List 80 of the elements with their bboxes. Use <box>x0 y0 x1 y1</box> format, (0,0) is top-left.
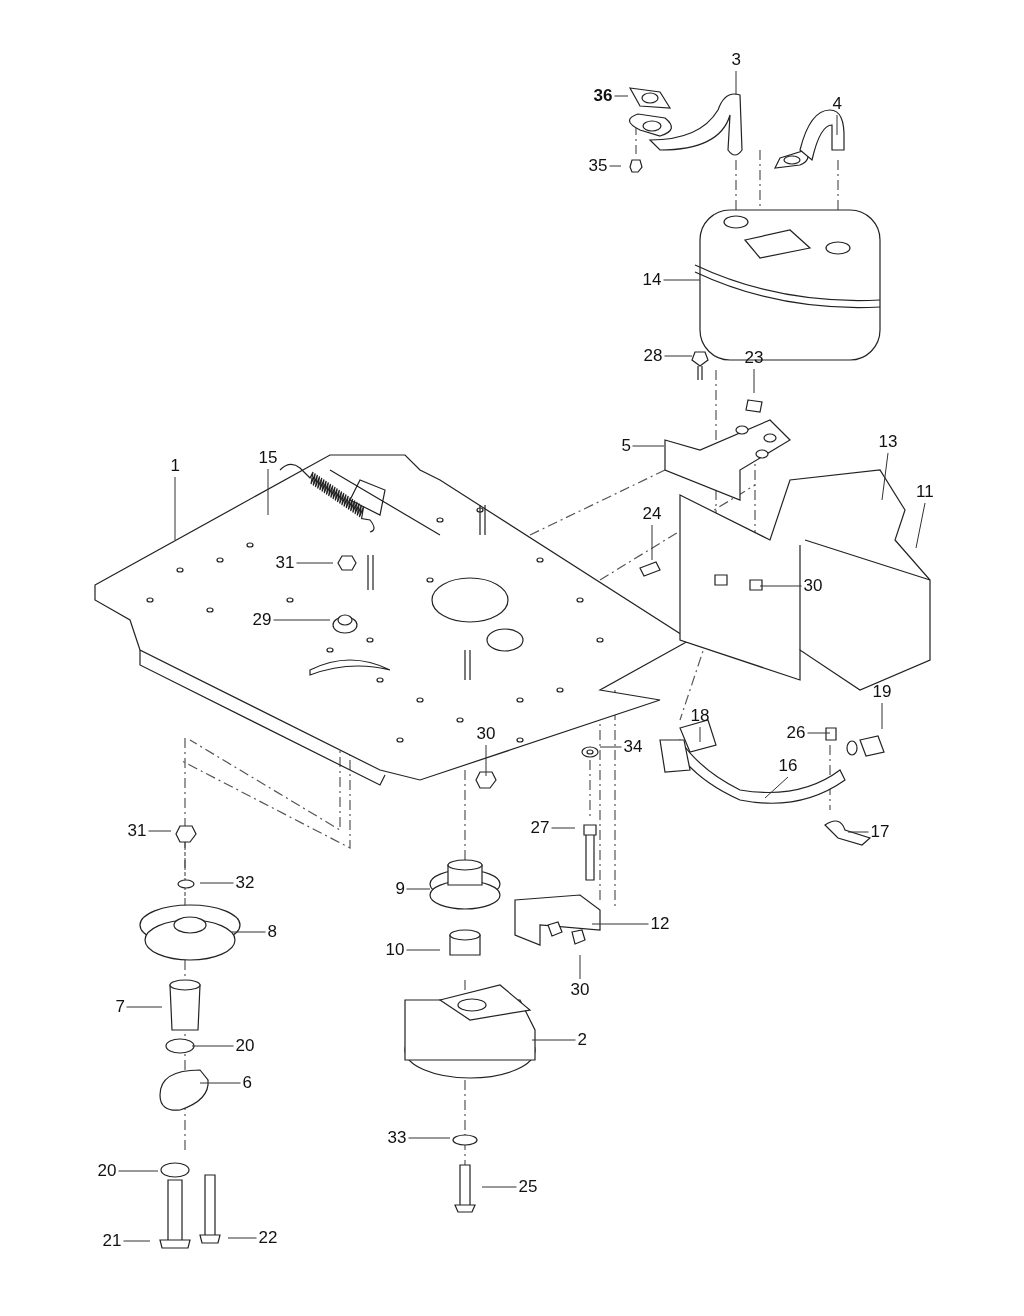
callout-number: 15 <box>258 448 278 468</box>
leader-line <box>591 923 649 925</box>
callout-number: 16 <box>778 756 798 776</box>
callout-number: 13 <box>878 432 898 452</box>
leader-line <box>599 746 622 748</box>
callout-number: 35 <box>588 156 608 176</box>
callout-number: 2 <box>577 1030 587 1050</box>
leader-line <box>764 776 789 799</box>
leader-line <box>915 502 926 549</box>
callout-number: 3 <box>731 50 741 70</box>
leader-line <box>126 1006 163 1008</box>
leader-line <box>614 95 629 97</box>
leader-line <box>735 70 737 96</box>
leader-line <box>296 562 334 564</box>
callout-number: 30 <box>570 980 590 1000</box>
leader-line <box>148 830 172 832</box>
leader-line <box>481 1186 517 1188</box>
leader-line <box>408 1137 451 1139</box>
callout-number: 32 <box>235 873 255 893</box>
callout-number: 9 <box>395 879 405 899</box>
callout-number: 27 <box>530 818 550 838</box>
callout-number: 36 <box>593 86 613 106</box>
callout-number: 26 <box>786 723 806 743</box>
leader-line <box>531 1039 576 1041</box>
callout-number: 11 <box>916 482 934 502</box>
leader-line <box>485 744 487 777</box>
callout-number: 17 <box>870 822 890 842</box>
leader-line <box>807 732 831 734</box>
callout-number: 12 <box>650 914 670 934</box>
leader-line <box>651 524 653 561</box>
callout-number: 5 <box>621 436 631 456</box>
leader-line <box>406 949 441 951</box>
leader-line <box>227 1237 257 1239</box>
leader-line <box>753 368 755 394</box>
leader-line <box>199 882 234 884</box>
leader-line <box>881 452 889 501</box>
leader-line <box>664 355 693 357</box>
callout-number: 23 <box>744 348 764 368</box>
leader-line <box>632 445 665 447</box>
leader-line <box>273 619 331 621</box>
callout-number: 1 <box>170 456 180 476</box>
callout-number: 19 <box>872 682 892 702</box>
callout-number: 34 <box>623 737 643 757</box>
leader-line <box>199 1082 241 1084</box>
leader-line <box>551 827 576 829</box>
leader-line <box>759 585 802 587</box>
leader-line <box>406 888 431 890</box>
leader-line <box>123 1240 151 1242</box>
leader-line <box>609 165 622 167</box>
leader-line <box>267 468 269 516</box>
callout-number: 20 <box>235 1036 255 1056</box>
callout-number: 25 <box>518 1177 538 1197</box>
leader-line <box>663 279 701 281</box>
callout-number: 10 <box>385 940 405 960</box>
callout-number: 31 <box>275 553 295 573</box>
leader-line <box>881 702 883 730</box>
callout-number: 28 <box>643 346 663 366</box>
leader-line <box>579 954 581 980</box>
callout-number: 21 <box>102 1231 122 1251</box>
callout-number: 24 <box>642 504 662 524</box>
leader-line <box>191 1045 234 1047</box>
leader-line <box>231 931 266 933</box>
leader-line <box>847 831 869 833</box>
callout-number: 33 <box>387 1128 407 1148</box>
callout-number: 29 <box>252 610 272 630</box>
leader-line <box>699 726 701 743</box>
callout-number: 6 <box>242 1073 252 1093</box>
leader-line <box>118 1170 159 1172</box>
callout-number: 8 <box>267 922 277 942</box>
callout-number: 31 <box>127 821 147 841</box>
callout-number: 30 <box>476 724 496 744</box>
leader-line <box>174 476 176 541</box>
callout-number: 14 <box>642 270 662 290</box>
callout-number: 7 <box>115 997 125 1017</box>
callout-number: 4 <box>832 94 842 114</box>
callout-number: 20 <box>97 1161 117 1181</box>
callout-number: 18 <box>690 706 710 726</box>
callout-number: 30 <box>803 576 823 596</box>
leader-line <box>836 114 838 136</box>
callout-number: 22 <box>258 1228 278 1248</box>
